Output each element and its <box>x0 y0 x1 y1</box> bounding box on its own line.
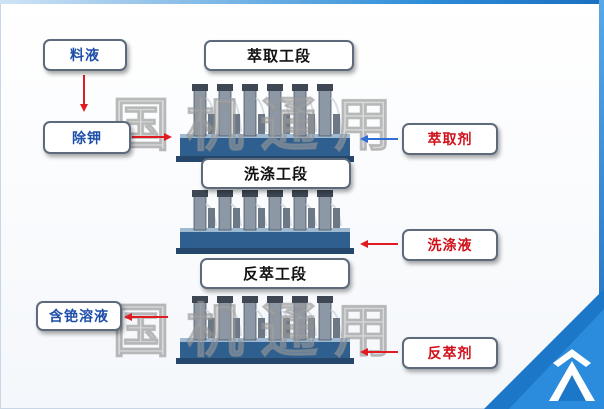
right-accent-bar <box>599 0 604 409</box>
extraction-stage-box: 萃取工段 <box>204 40 354 71</box>
stripping-agent-box: 反萃剂 <box>402 337 498 369</box>
cesium-solution-box: 含铯溶液 <box>36 301 122 331</box>
washing-stage-box: 洗涤工段 <box>201 158 351 189</box>
remove-k-box: 除钾 <box>43 121 131 154</box>
stripping-stage-box: 反萃工段 <box>200 258 350 289</box>
extractant-box: 萃取剂 <box>402 123 498 155</box>
company-logo-icon <box>549 349 595 401</box>
watermark-bottom: 国机通用 <box>111 297 409 366</box>
top-accent-bar <box>0 0 604 4</box>
watermark-top: 国机通用 <box>111 91 409 160</box>
feed-box: 料液 <box>43 39 127 71</box>
washing-liquid-box: 洗涤液 <box>402 229 498 261</box>
stripping-unit-image <box>176 296 354 364</box>
corner-logo-decoration <box>484 289 604 409</box>
washing-unit-image <box>176 190 354 254</box>
